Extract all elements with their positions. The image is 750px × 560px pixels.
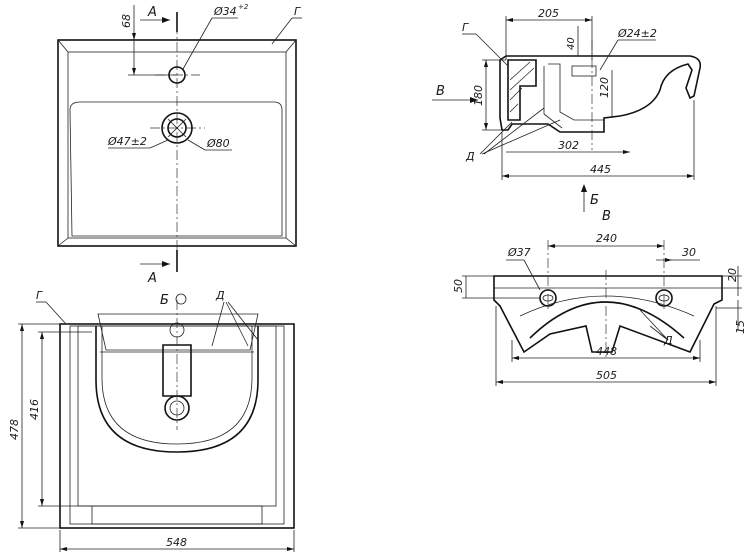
drain-outer [161, 112, 193, 144]
view-b-label: Б [590, 193, 599, 208]
back-view: В 240 30 Ø37 50 20 15 [452, 209, 747, 386]
section-wall [507, 59, 537, 121]
dim-37: Ø37 [507, 246, 531, 259]
bowl-opening [69, 101, 283, 237]
label-b: Б [160, 293, 169, 308]
dim-448: 448 [596, 345, 617, 358]
front-bowl [95, 326, 259, 453]
section-profile [499, 55, 702, 133]
dim-478: 478 [8, 419, 21, 440]
dim-505: 505 [596, 369, 617, 382]
dim-24: Ø24±2 [617, 27, 657, 40]
dim-34: Ø34 [213, 5, 237, 18]
dim-180: 180 [472, 85, 485, 106]
dim-205: 205 [538, 7, 559, 20]
section-a-top-label: А [147, 5, 157, 20]
back-arch [529, 301, 685, 339]
label-g-front: Г [36, 289, 43, 302]
dim-548: 548 [166, 536, 187, 549]
dim-240: 240 [596, 232, 617, 245]
view-v-title: В [602, 209, 611, 224]
dim-15: 15 [734, 320, 747, 334]
label-g-section: Г [462, 21, 469, 34]
dim-445: 445 [590, 163, 611, 176]
dim-120: 120 [598, 77, 611, 98]
dim-34-tolerance: +2 [238, 3, 249, 11]
view-v-label: В [436, 84, 445, 99]
top-view: А А 68 Ø34 +2 Г Ø47±2 Ø80 [57, 3, 302, 286]
label-d-front: Д [215, 289, 225, 302]
dim-302: 302 [558, 139, 579, 152]
front-view: 478 416 548 Б Г Д [8, 289, 295, 552]
dim-40: 40 [566, 37, 577, 50]
front-overflow [162, 344, 192, 397]
section-a-bottom-label: А [147, 271, 157, 286]
dim-50: 50 [452, 279, 465, 293]
label-d-back: Д [663, 334, 673, 347]
dim-68: 68 [120, 14, 133, 28]
back-outline [493, 275, 723, 354]
section-view: 205 40 Ø24±2 180 120 302 445 Г Д В [432, 7, 702, 212]
dim-80: Ø80 [206, 137, 230, 150]
drain-inner [167, 118, 187, 138]
dim-47: Ø47±2 [107, 135, 147, 148]
dim-30: 30 [682, 246, 696, 259]
dim-20: 20 [726, 268, 739, 282]
dim-416: 416 [28, 399, 41, 420]
label-g-top: Г [294, 5, 301, 18]
label-d-section: Д [465, 150, 475, 163]
